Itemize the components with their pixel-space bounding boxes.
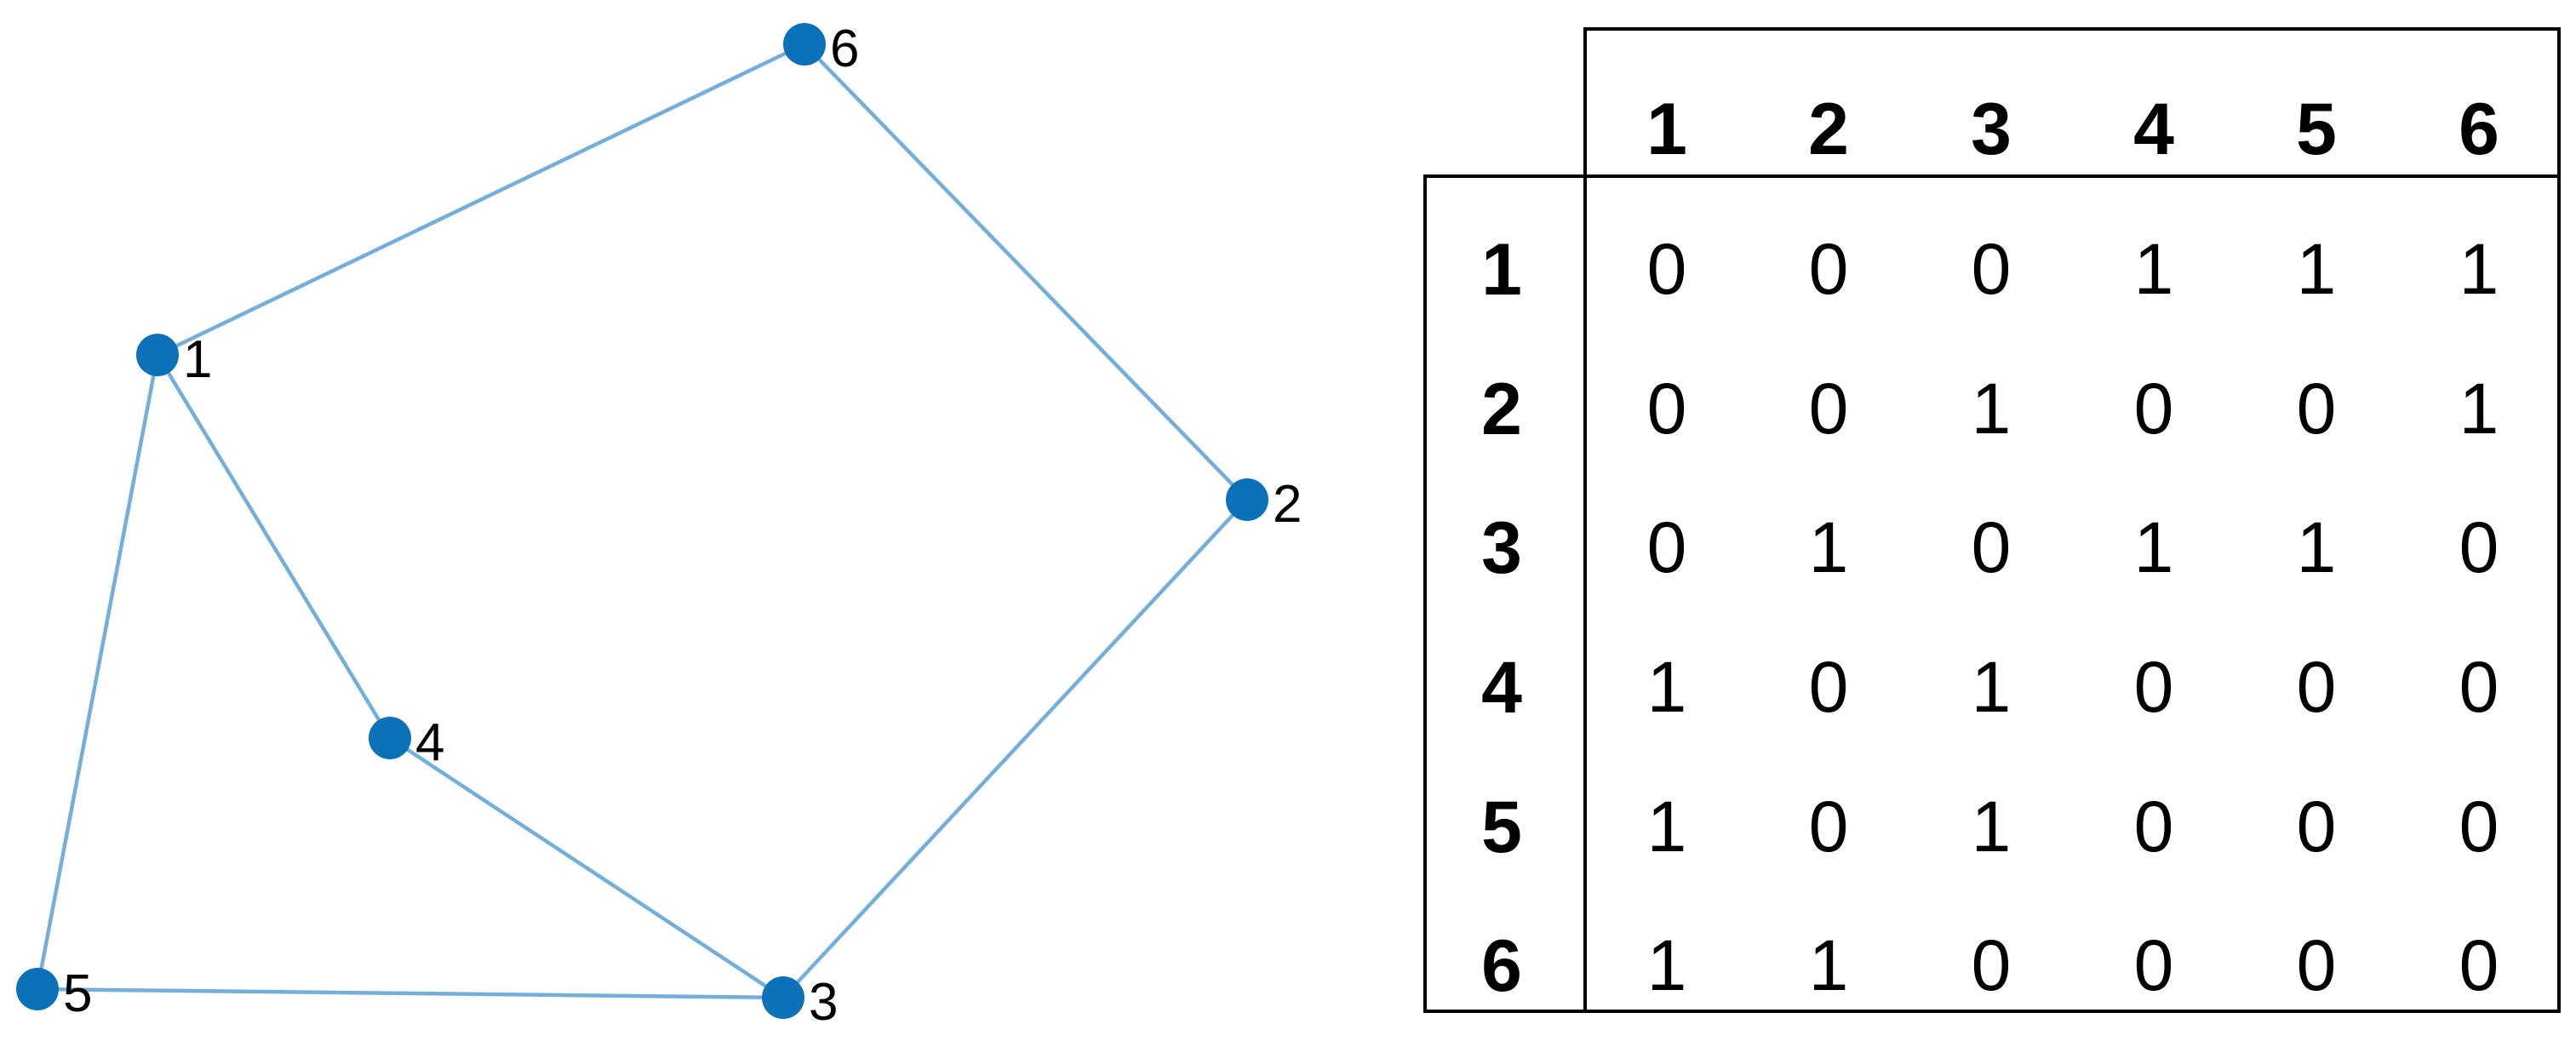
graph-edge-1-6 [157, 42, 805, 358]
matrix-cell-r5-c3: 1 [1972, 787, 2012, 867]
graph-edge-3-5 [37, 987, 784, 1000]
graph-node-1 [136, 334, 179, 376]
adjacency-matrix-column-headers: 1 2 3 4 5 6 [1646, 89, 2499, 170]
matrix-cell-r2-c6: 1 [2459, 369, 2499, 449]
matrix-cell-r4-c1: 1 [1647, 647, 1687, 727]
graph-node-label-4: 4 [415, 713, 444, 772]
matrix-cell-r4-c2: 0 [1809, 647, 1849, 727]
matrix-row-label-5: 5 [1481, 787, 1522, 868]
graph-node-5 [16, 968, 59, 1010]
matrix-cell-r4-c5: 0 [2297, 647, 2337, 727]
matrix-cell-r2-c3: 1 [1972, 369, 2012, 449]
graph-node-label-2: 2 [1273, 475, 1302, 534]
matrix-cell-r4-c6: 0 [2459, 647, 2499, 727]
matrix-column-header-1: 1 [1646, 89, 1687, 170]
matrix-cell-r5-c5: 0 [2297, 787, 2337, 867]
matrix-cell-r3-c3: 0 [1972, 507, 2012, 587]
matrix-cell-r1-c5: 1 [2297, 229, 2337, 309]
matrix-cell-r2-c5: 0 [2297, 369, 2337, 449]
graph-node-label-3: 3 [809, 973, 838, 1032]
matrix-row-label-4: 4 [1481, 647, 1522, 729]
matrix-cell-r3-c1: 0 [1647, 507, 1687, 587]
matrix-cell-r2-c2: 0 [1809, 369, 1849, 449]
matrix-row-label-6: 6 [1481, 925, 1522, 1007]
matrix-column-header-2: 2 [1808, 89, 1849, 170]
matrix-cell-r6-c3: 0 [1972, 925, 2012, 1005]
graph-node-label-6: 6 [830, 20, 859, 78]
graph-edge-1-5 [35, 354, 160, 990]
matrix-cell-r2-c4: 0 [2134, 369, 2174, 449]
matrix-cell-r3-c2: 1 [1809, 507, 1849, 587]
graph-node-3 [762, 976, 804, 1019]
graph-nodes [16, 23, 1268, 1019]
graph-node-label-1: 1 [183, 330, 212, 389]
matrix-cell-r6-c5: 0 [2297, 925, 2337, 1005]
matrix-cell-r4-c4: 0 [2134, 647, 2174, 727]
matrix-cell-r2-c1: 0 [1647, 369, 1687, 449]
matrix-column-header-6: 6 [2459, 89, 2499, 170]
matrix-cell-r5-c6: 0 [2459, 787, 2499, 867]
matrix-row-label-1: 1 [1481, 229, 1522, 311]
matrix-column-header-3: 3 [1971, 89, 2012, 170]
matrix-row-label-3: 3 [1481, 507, 1522, 589]
graph-node-2 [1226, 478, 1268, 521]
matrix-cell-r3-c6: 0 [2459, 507, 2499, 587]
matrix-cell-r1-c6: 1 [2459, 229, 2499, 309]
matrix-cell-r3-c5: 1 [2297, 507, 2337, 587]
matrix-cell-r6-c2: 1 [1809, 925, 1849, 1005]
graph-node-4 [369, 717, 411, 759]
graph-edge-2-3 [781, 498, 1249, 999]
graph-edge-3-4 [388, 736, 785, 999]
matrix-cell-r5-c4: 0 [2134, 787, 2174, 867]
graph-node-labels: 1 2 3 4 5 6 [63, 20, 1302, 1032]
matrix-cell-r6-c4: 0 [2134, 925, 2174, 1005]
graph-node-6 [783, 23, 826, 66]
adjacency-matrix-borders [1423, 27, 2561, 1013]
matrix-cell-r6-c1: 1 [1647, 925, 1687, 1005]
matrix-cell-r5-c1: 1 [1647, 787, 1687, 867]
matrix-cell-r1-c4: 1 [2134, 229, 2174, 309]
matrix-cell-r5-c2: 0 [1809, 787, 1849, 867]
matrix-cell-r6-c6: 0 [2459, 925, 2499, 1005]
matrix-cell-r1-c3: 0 [1972, 229, 2012, 309]
graph-edges [35, 42, 1249, 1000]
matrix-cell-r1-c1: 0 [1647, 229, 1687, 309]
graph-edge-2-6 [803, 43, 1249, 501]
matrix-column-header-5: 5 [2296, 89, 2337, 170]
matrix-cell-r1-c2: 0 [1809, 229, 1849, 309]
matrix-cell-r4-c3: 1 [1972, 647, 2012, 727]
graph-node-label-5: 5 [63, 964, 92, 1023]
adjacency-matrix-values: 0 0 0 1 1 1 0 0 1 0 0 1 0 1 0 1 1 0 1 0 1 0 0 0 1 0 1 0 0 0 1 1 0 0 0 0 [1647, 229, 2499, 1005]
matrix-column-header-4: 4 [2133, 89, 2174, 170]
matrix-row-label-2: 2 [1481, 369, 1522, 450]
matrix-cell-r3-c4: 1 [2134, 507, 2174, 587]
adjacency-matrix-row-labels: 1 2 3 4 5 6 [1481, 229, 1522, 1007]
graph-edge-1-4 [156, 353, 392, 740]
